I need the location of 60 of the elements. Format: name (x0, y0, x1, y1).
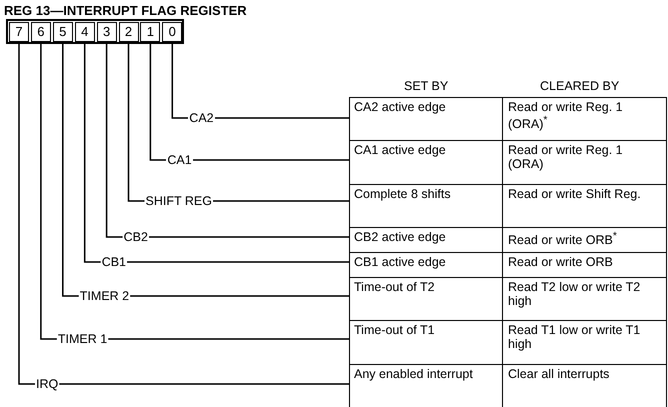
signal-label: CB2 (122, 230, 149, 244)
leader-line (40, 44, 57, 340)
leader-line (62, 44, 79, 297)
signal-label: IRQ (35, 377, 60, 391)
table-cell-text: Time-out of T2 (354, 280, 436, 294)
leader-line (148, 236, 349, 238)
table-cell-text: Complete 8 shifts (354, 187, 452, 201)
table-cell-text: Read T1 low or write T1 high (508, 323, 642, 351)
table-row (349, 277, 667, 322)
leader-line (108, 338, 349, 340)
signal-label: CA1 (166, 153, 193, 167)
signal-label: CA2 (188, 111, 215, 125)
table-cell-text: Read or write Reg. 1 (ORA)$^{*}$ (508, 100, 624, 132)
table-row (349, 227, 667, 254)
table-cell-text: Clear all interrupts (508, 367, 610, 381)
table-row (349, 184, 667, 228)
leader-line (130, 295, 349, 297)
leader-line (18, 44, 35, 385)
leader-line (214, 117, 349, 119)
leader-line (150, 44, 166, 161)
signal-label: TIMER 1 (56, 332, 108, 346)
bit-cell: 1 (140, 22, 160, 42)
table-row (349, 364, 667, 407)
title: REG 13—INTERRUPT FLAG REGISTER (4, 3, 247, 18)
table-cell-text: Any enabled interrupt (354, 367, 474, 381)
table-cell-text: Read T2 low or write T2 high (508, 280, 642, 308)
bit-cell: 5 (52, 22, 73, 42)
leader-line (106, 44, 123, 238)
column-header: SET BY (404, 79, 448, 93)
table-row (349, 320, 667, 366)
bit-cell: 6 (30, 22, 51, 42)
table-cell-text: CA2 active edge (354, 100, 447, 114)
signal-label: CB1 (100, 255, 128, 269)
leader-line (128, 44, 144, 202)
register-outline (6, 19, 184, 44)
column-header: CLEARED BY (540, 79, 620, 93)
signal-label: TIMER 2 (78, 289, 130, 303)
table-cell-text: Read or write Shift Reg. (508, 187, 642, 201)
bit-cell: 0 (162, 22, 182, 42)
bit-cell: 3 (96, 22, 117, 42)
table-cell-text: Read or write ORB (508, 255, 614, 269)
leader-line (212, 200, 349, 202)
table-cell-text: Read or write Reg. 1 (ORA) (508, 143, 624, 171)
table-cell-text: Time-out of T1 (354, 323, 436, 337)
table-row (349, 97, 667, 142)
signal-label: SHIFT REG (144, 194, 213, 208)
leader-line (172, 44, 188, 119)
table-row (349, 252, 667, 278)
table-cell-text: CA1 active edge (354, 143, 447, 157)
table-cell-text: CB1 active edge (354, 255, 447, 269)
leader-line (84, 44, 101, 263)
bit-cell: 7 (9, 22, 29, 42)
leader-line (59, 383, 349, 385)
table-cell-text: Read or write ORB$^{*}$ (508, 230, 618, 248)
table-row (349, 140, 667, 186)
leader-line (127, 261, 349, 263)
bit-cell: 4 (74, 22, 95, 42)
table-cell-text: CB2 active edge (354, 230, 447, 244)
leader-line (192, 159, 349, 161)
bit-cell: 2 (118, 22, 138, 42)
